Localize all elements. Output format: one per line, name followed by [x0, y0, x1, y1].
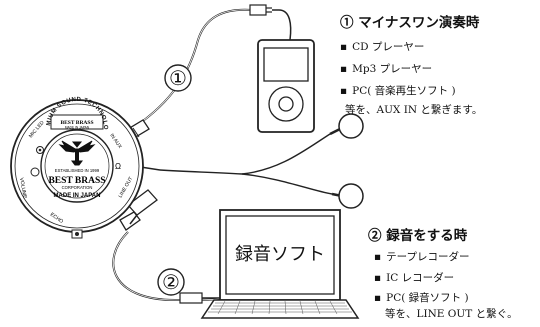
bullet-icon: ▪: [340, 85, 348, 97]
eagle-emblem: [58, 140, 96, 166]
earphones: [122, 126, 343, 198]
device-brand: BEST BRASS: [48, 176, 105, 186]
bullet-icon: ▪: [374, 251, 382, 263]
device-plate-brand: BEST BRASS: [60, 120, 93, 126]
section2-item-1: ▪テープレコーダー: [374, 251, 470, 263]
device-established: ESTABLISHED IN 1999: [55, 168, 100, 173]
bullet-icon: ▪: [374, 292, 382, 304]
bullet-icon: ▪: [340, 41, 348, 53]
best-brass-device: PREMIUM SOUND TECHNOLOGY: [0, 0, 144, 239]
section1-title: ① マイナスワン演奏時: [340, 15, 480, 31]
device-made-in-japan: MADE IN JAPAN: [54, 193, 101, 199]
mp3-player: [257, 39, 315, 133]
line-out-plug-laptop: [179, 292, 222, 304]
section2-footer: 等を、LINE OUT と繋ぐ。: [385, 308, 518, 320]
step-2-number: ②: [162, 270, 180, 294]
line-out-plug-device: [119, 189, 158, 231]
section2-title: ② 録音をする時: [368, 228, 468, 244]
laptop-screen-text: 録音ソフト: [235, 244, 325, 265]
step-2-badge: [157, 268, 185, 296]
laptop: [200, 209, 360, 319]
step-1-number: ①: [169, 66, 187, 90]
step-1-badge: [164, 64, 192, 92]
section1-item-3: ▪PC( 音楽再生ソフト ): [340, 85, 456, 97]
earphone-left: [338, 113, 364, 139]
section2-item-2: ▪IC レコーダー: [374, 272, 455, 284]
device-label-headphone: Ω: [115, 162, 121, 171]
aux-cable: [132, 8, 253, 129]
device-corporation: CORPORATION: [62, 185, 93, 190]
section1-item-1: ▪CD プレーヤー: [340, 41, 425, 53]
bullet-icon: ▪: [374, 272, 382, 284]
device-plate-made: MADE IN JAPAN: [65, 126, 90, 130]
bullet-icon: ▪: [340, 63, 348, 75]
device-label-volume: VOLUME: [18, 177, 28, 199]
section1-item-2: ▪Mp3 プレーヤー: [340, 63, 433, 75]
line-out-cable: [112, 231, 224, 302]
earphone-right: [338, 183, 364, 209]
aux-plug-player: [249, 4, 292, 41]
section2-item-3: ▪PC( 録音ソフト ): [374, 292, 469, 304]
section1-footer: 等を、AUX IN と繋ぎます。: [345, 104, 483, 116]
